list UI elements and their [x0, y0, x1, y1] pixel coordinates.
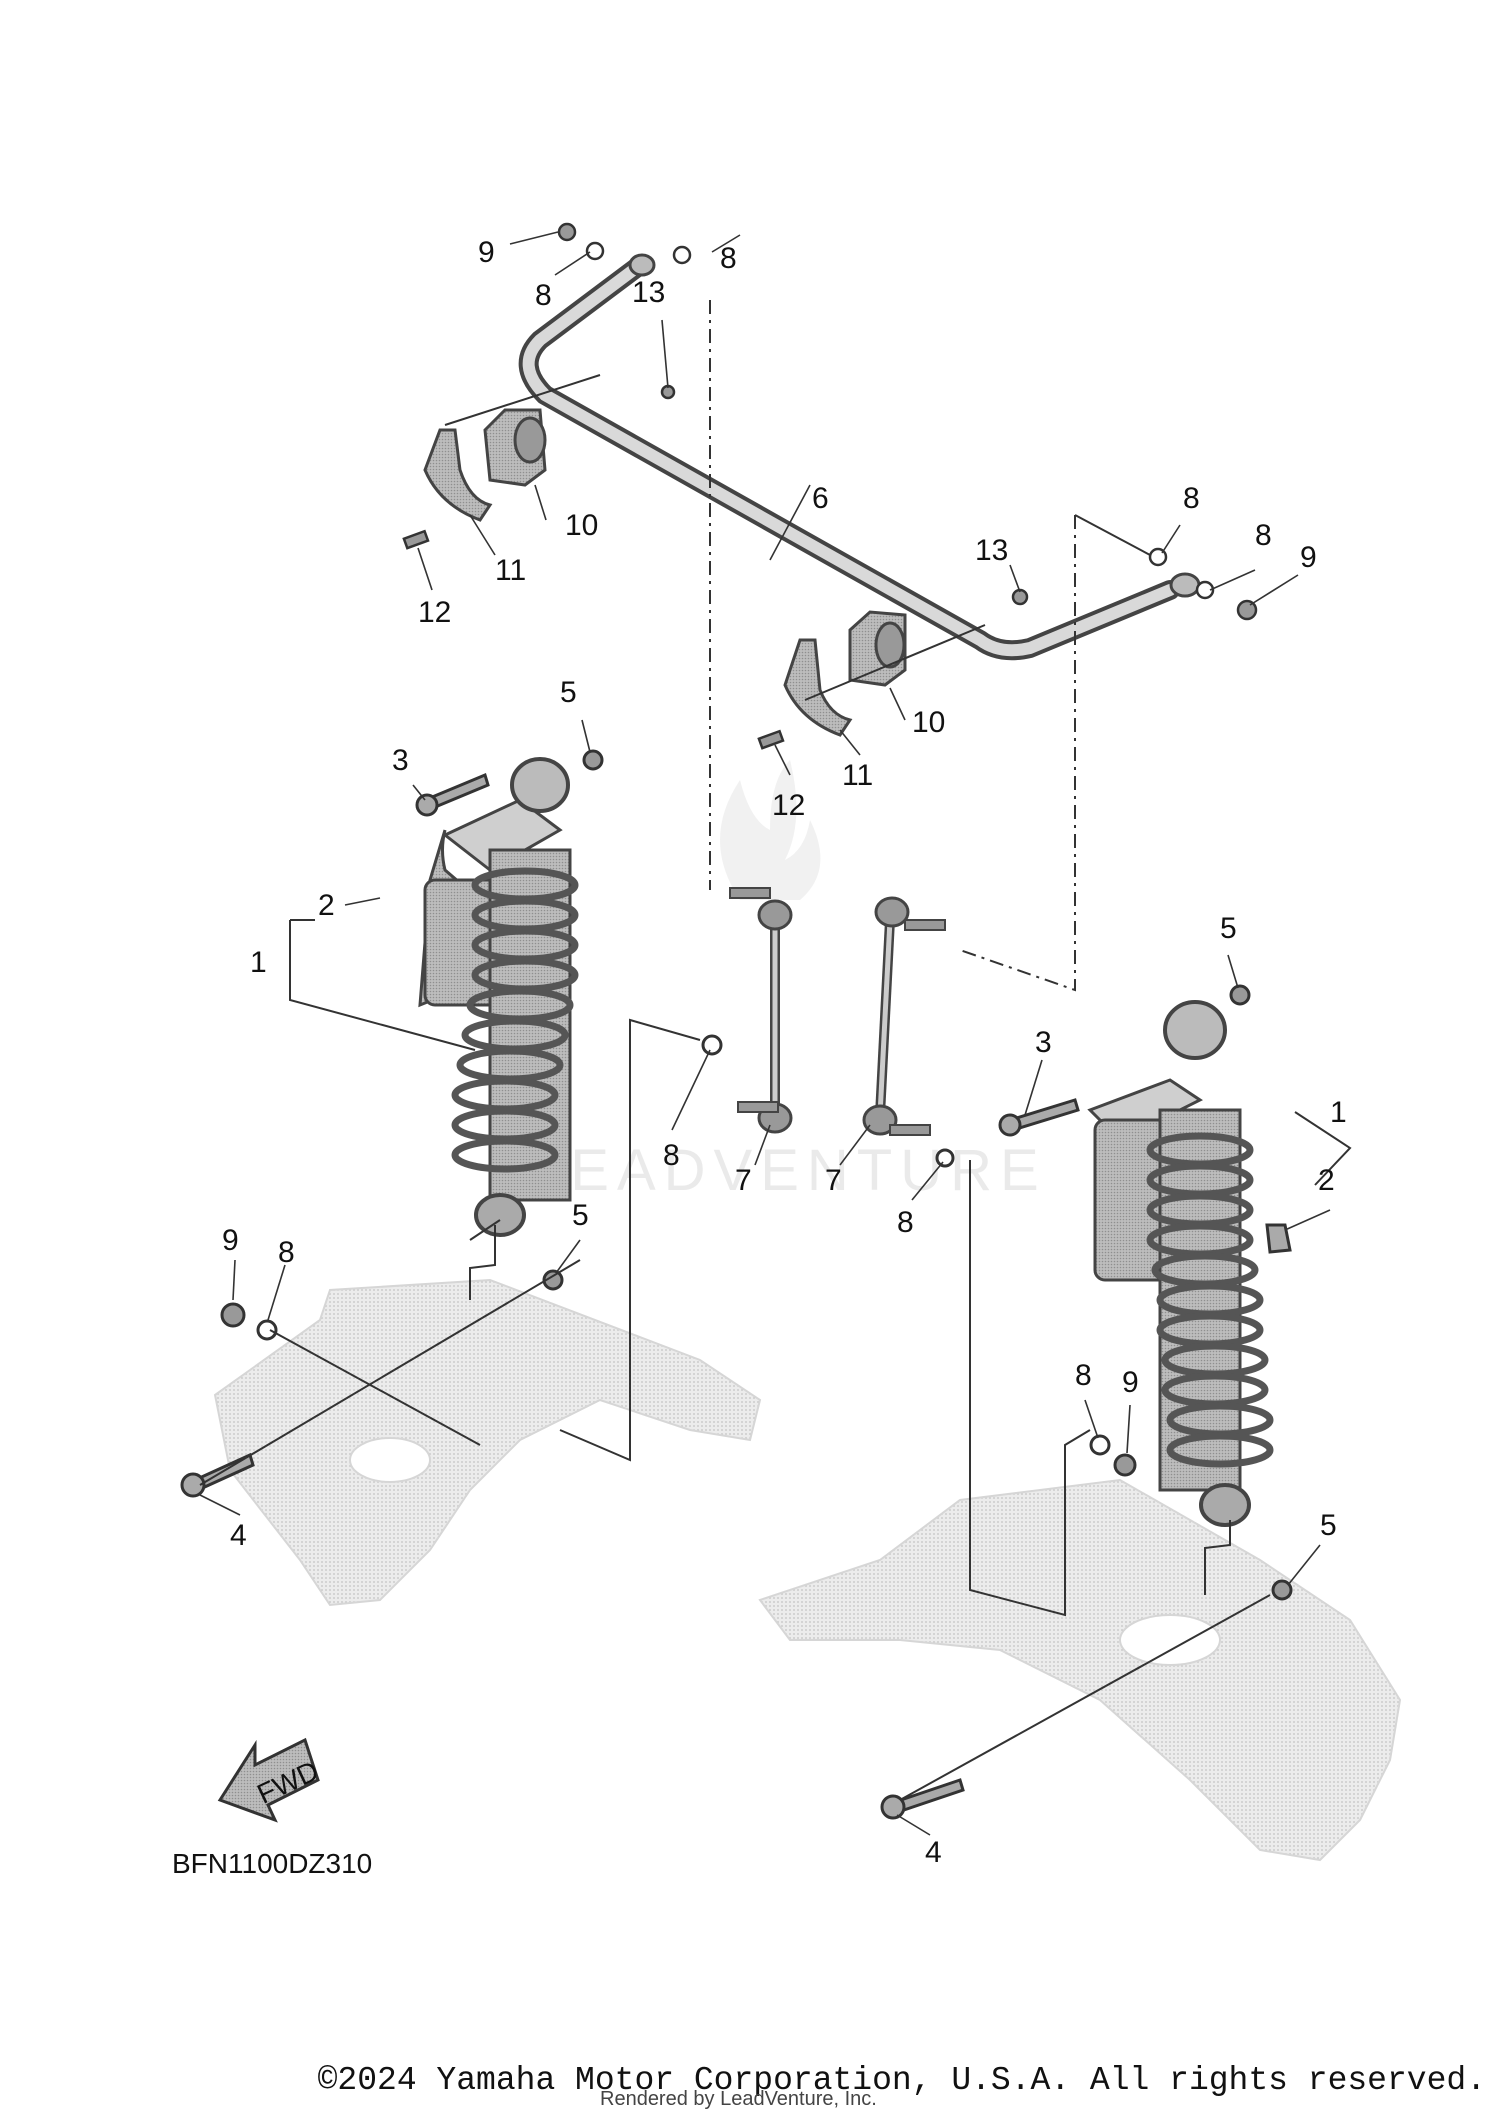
assembly-lines: [199, 300, 1352, 1801]
bolts: [180, 772, 1080, 1820]
diagram-code: BFN1100DZ310: [172, 1848, 372, 1879]
shock-absorber-right: [1087, 1000, 1270, 1527]
callout-12: 12: [772, 789, 805, 822]
callout-5: 5: [572, 1199, 589, 1232]
holder-right: [783, 638, 853, 737]
callout-8: 8: [278, 1236, 295, 1269]
callout-11: 11: [495, 554, 526, 587]
callout-1: 1: [250, 946, 267, 979]
holder-left: [423, 428, 493, 522]
leader-lines: [199, 231, 1331, 1836]
bushing-left: [483, 408, 547, 487]
fwd-arrow: FWD: [217, 1737, 323, 1823]
callout-1: 1: [1330, 1096, 1347, 1129]
stabilizer-link-left: [729, 887, 793, 1134]
stabilizer-bar: [518, 253, 1201, 661]
callout-8: 8: [897, 1206, 914, 1239]
callout-7: 7: [735, 1164, 752, 1197]
callout-3: 3: [392, 744, 409, 777]
shock-absorber-left: [418, 757, 575, 1237]
callout-6: 6: [812, 482, 829, 515]
callout-5: 5: [560, 676, 577, 709]
callout-8: 8: [535, 279, 552, 312]
callout-7: 7: [825, 1164, 842, 1197]
callout-13: 13: [975, 534, 1008, 567]
callout-8: 8: [1075, 1359, 1092, 1392]
callout-11: 11: [842, 759, 873, 792]
fasteners-top: [402, 222, 1258, 750]
callout-8: 8: [1183, 482, 1200, 515]
callout-8: 8: [663, 1139, 680, 1172]
right-lower-a-arm: [758, 1478, 1402, 1862]
left-lower-a-arm: [213, 1278, 762, 1607]
callout-8: 8: [1255, 519, 1272, 552]
watermark-text: LEADVENTURE: [530, 1138, 1047, 1203]
callout-labels: 9 8 8 13 6 10 11 12 13 8 8 9 10 11 12 5 …: [222, 236, 1347, 1869]
callout-3: 3: [1035, 1026, 1052, 1059]
callout-5: 5: [1320, 1509, 1337, 1542]
callout-4: 4: [925, 1836, 942, 1869]
callout-9: 9: [222, 1224, 239, 1257]
callout-12: 12: [418, 596, 451, 629]
callout-10: 10: [912, 706, 945, 739]
callout-5: 5: [1220, 912, 1237, 945]
bushing-right: [848, 610, 907, 687]
callout-9: 9: [478, 236, 495, 269]
callout-9: 9: [1122, 1366, 1139, 1399]
callout-8: 8: [720, 242, 737, 275]
render-credit: Rendered by LeadVenture, Inc.: [600, 2088, 877, 2110]
callout-13: 13: [632, 276, 665, 309]
callout-10: 10: [565, 509, 598, 542]
callout-2: 2: [1318, 1164, 1335, 1197]
callout-2: 2: [318, 889, 335, 922]
nuts-washers: [220, 749, 1293, 1601]
callout-9: 9: [1300, 541, 1317, 574]
watermark: LEADVENTURE: [530, 760, 1047, 1203]
callout-4: 4: [230, 1519, 247, 1552]
copyright-notice: ©2024 Yamaha Motor Corporation, U.S.A. A…: [317, 2062, 1486, 2099]
stabilizer-link-right: [862, 896, 946, 1136]
